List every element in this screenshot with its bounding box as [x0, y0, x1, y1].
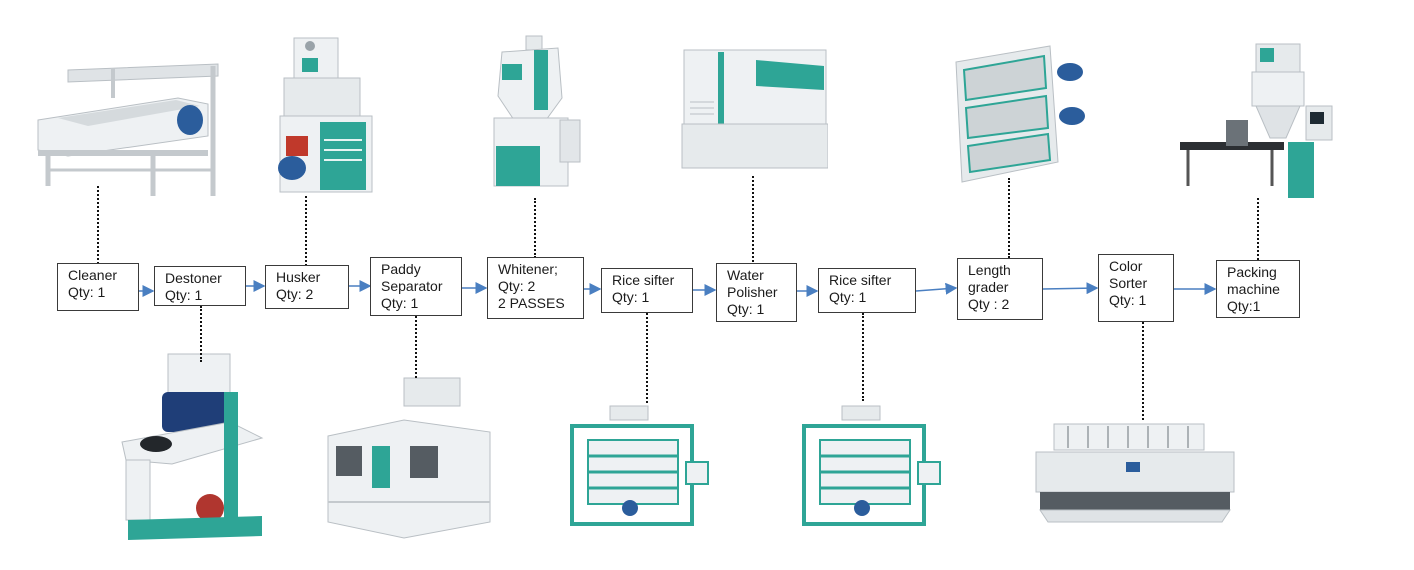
step-water-polisher: Water Polisher Qty: 1	[716, 263, 797, 322]
connector-cleaner	[97, 186, 99, 264]
connector-rice-sifter-1	[646, 313, 648, 403]
step-water-polisher-line-3: Qty: 1	[727, 301, 765, 317]
connector-whitener	[534, 198, 536, 258]
step-color-sorter: Color Sorter Qty: 1	[1098, 254, 1174, 322]
packing-machine-image	[1180, 43, 1333, 198]
step-color-sorter-line-1: Color	[1109, 258, 1143, 274]
step-packing-machine-line-1: Packing	[1227, 264, 1277, 280]
step-rice-sifter-1-line-2: Qty: 1	[612, 289, 650, 305]
connector-length-grader	[1008, 178, 1010, 258]
step-length-grader: Length grader Qty : 2	[957, 258, 1043, 320]
connector-water-polisher	[752, 176, 754, 262]
step-color-sorter-line-2: Sorter	[1109, 275, 1148, 291]
step-packing-machine: Packing machine Qty:1	[1216, 260, 1300, 318]
connector-paddy-separator	[415, 316, 417, 378]
arrow-length-grader-to-color-sorter	[1042, 282, 1099, 295]
step-paddy-separator-line-3: Qty: 1	[381, 295, 419, 311]
length-grader-machine-image	[955, 45, 1085, 183]
step-whitener-line-1: Whitener;	[498, 261, 558, 277]
step-rice-sifter-2-line-1: Rice sifter	[829, 272, 892, 288]
connector-husker	[305, 196, 307, 266]
destoner-machine-image	[121, 353, 264, 540]
step-water-polisher-line-1: Water	[727, 267, 764, 283]
step-rice-sifter-1-line-1: Rice sifter	[612, 272, 675, 288]
connector-rice-sifter-2	[862, 313, 864, 401]
step-cleaner-line-1: Cleaner	[68, 267, 118, 283]
rice-sifter-1-machine-image	[570, 405, 709, 526]
step-length-grader-line-1: Length	[968, 262, 1011, 278]
color-sorter-machine-image	[1035, 423, 1235, 523]
arrow-rice-sifter-to-length-grader	[915, 282, 958, 295]
step-packing-machine-line-3: Qty:1	[1227, 298, 1261, 314]
step-husker-line-2: Qty: 2	[276, 286, 314, 302]
step-rice-sifter-1: Rice sifter Qty: 1	[601, 268, 693, 313]
rice-sifter-2-machine-image	[802, 405, 941, 526]
water-polisher-machine-image	[681, 49, 828, 169]
step-water-polisher-line-2: Polisher	[727, 284, 778, 300]
step-length-grader-line-2: grader	[968, 279, 1009, 295]
step-packing-machine-line-2: machine	[1227, 281, 1280, 297]
step-rice-sifter-2-line-2: Qty: 1	[829, 289, 867, 305]
connector-packing-machine	[1257, 198, 1259, 260]
paddy-separator-machine-image	[327, 377, 491, 539]
connector-color-sorter	[1142, 322, 1144, 420]
connector-destoner	[200, 306, 202, 362]
step-destoner-line-2: Qty: 1	[165, 287, 203, 303]
step-cleaner-line-2: Qty: 1	[68, 284, 106, 300]
step-destoner: Destoner Qty: 1	[154, 266, 246, 306]
step-rice-sifter-2: Rice sifter Qty: 1	[818, 268, 916, 313]
step-husker: Husker Qty: 2	[265, 265, 349, 309]
step-length-grader-line-3: Qty : 2	[968, 296, 1010, 312]
step-paddy-separator-line-1: Paddy	[381, 261, 421, 277]
step-destoner-line-1: Destoner	[165, 270, 222, 286]
whitener-machine-image	[493, 35, 581, 187]
cleaner-machine-image	[37, 63, 219, 196]
step-paddy-separator: Paddy Separator Qty: 1	[370, 257, 462, 316]
step-whitener-line-2: Qty: 2	[498, 278, 536, 294]
husker-machine-image	[278, 37, 373, 193]
step-color-sorter-line-3: Qty: 1	[1109, 292, 1147, 308]
step-whitener-line-3: 2 PASSES	[498, 295, 565, 311]
step-husker-line-1: Husker	[276, 269, 321, 285]
step-whitener: Whitener; Qty: 2 2 PASSES	[487, 257, 584, 319]
step-paddy-separator-line-2: Separator	[381, 278, 443, 294]
step-cleaner: Cleaner Qty: 1	[57, 263, 139, 311]
